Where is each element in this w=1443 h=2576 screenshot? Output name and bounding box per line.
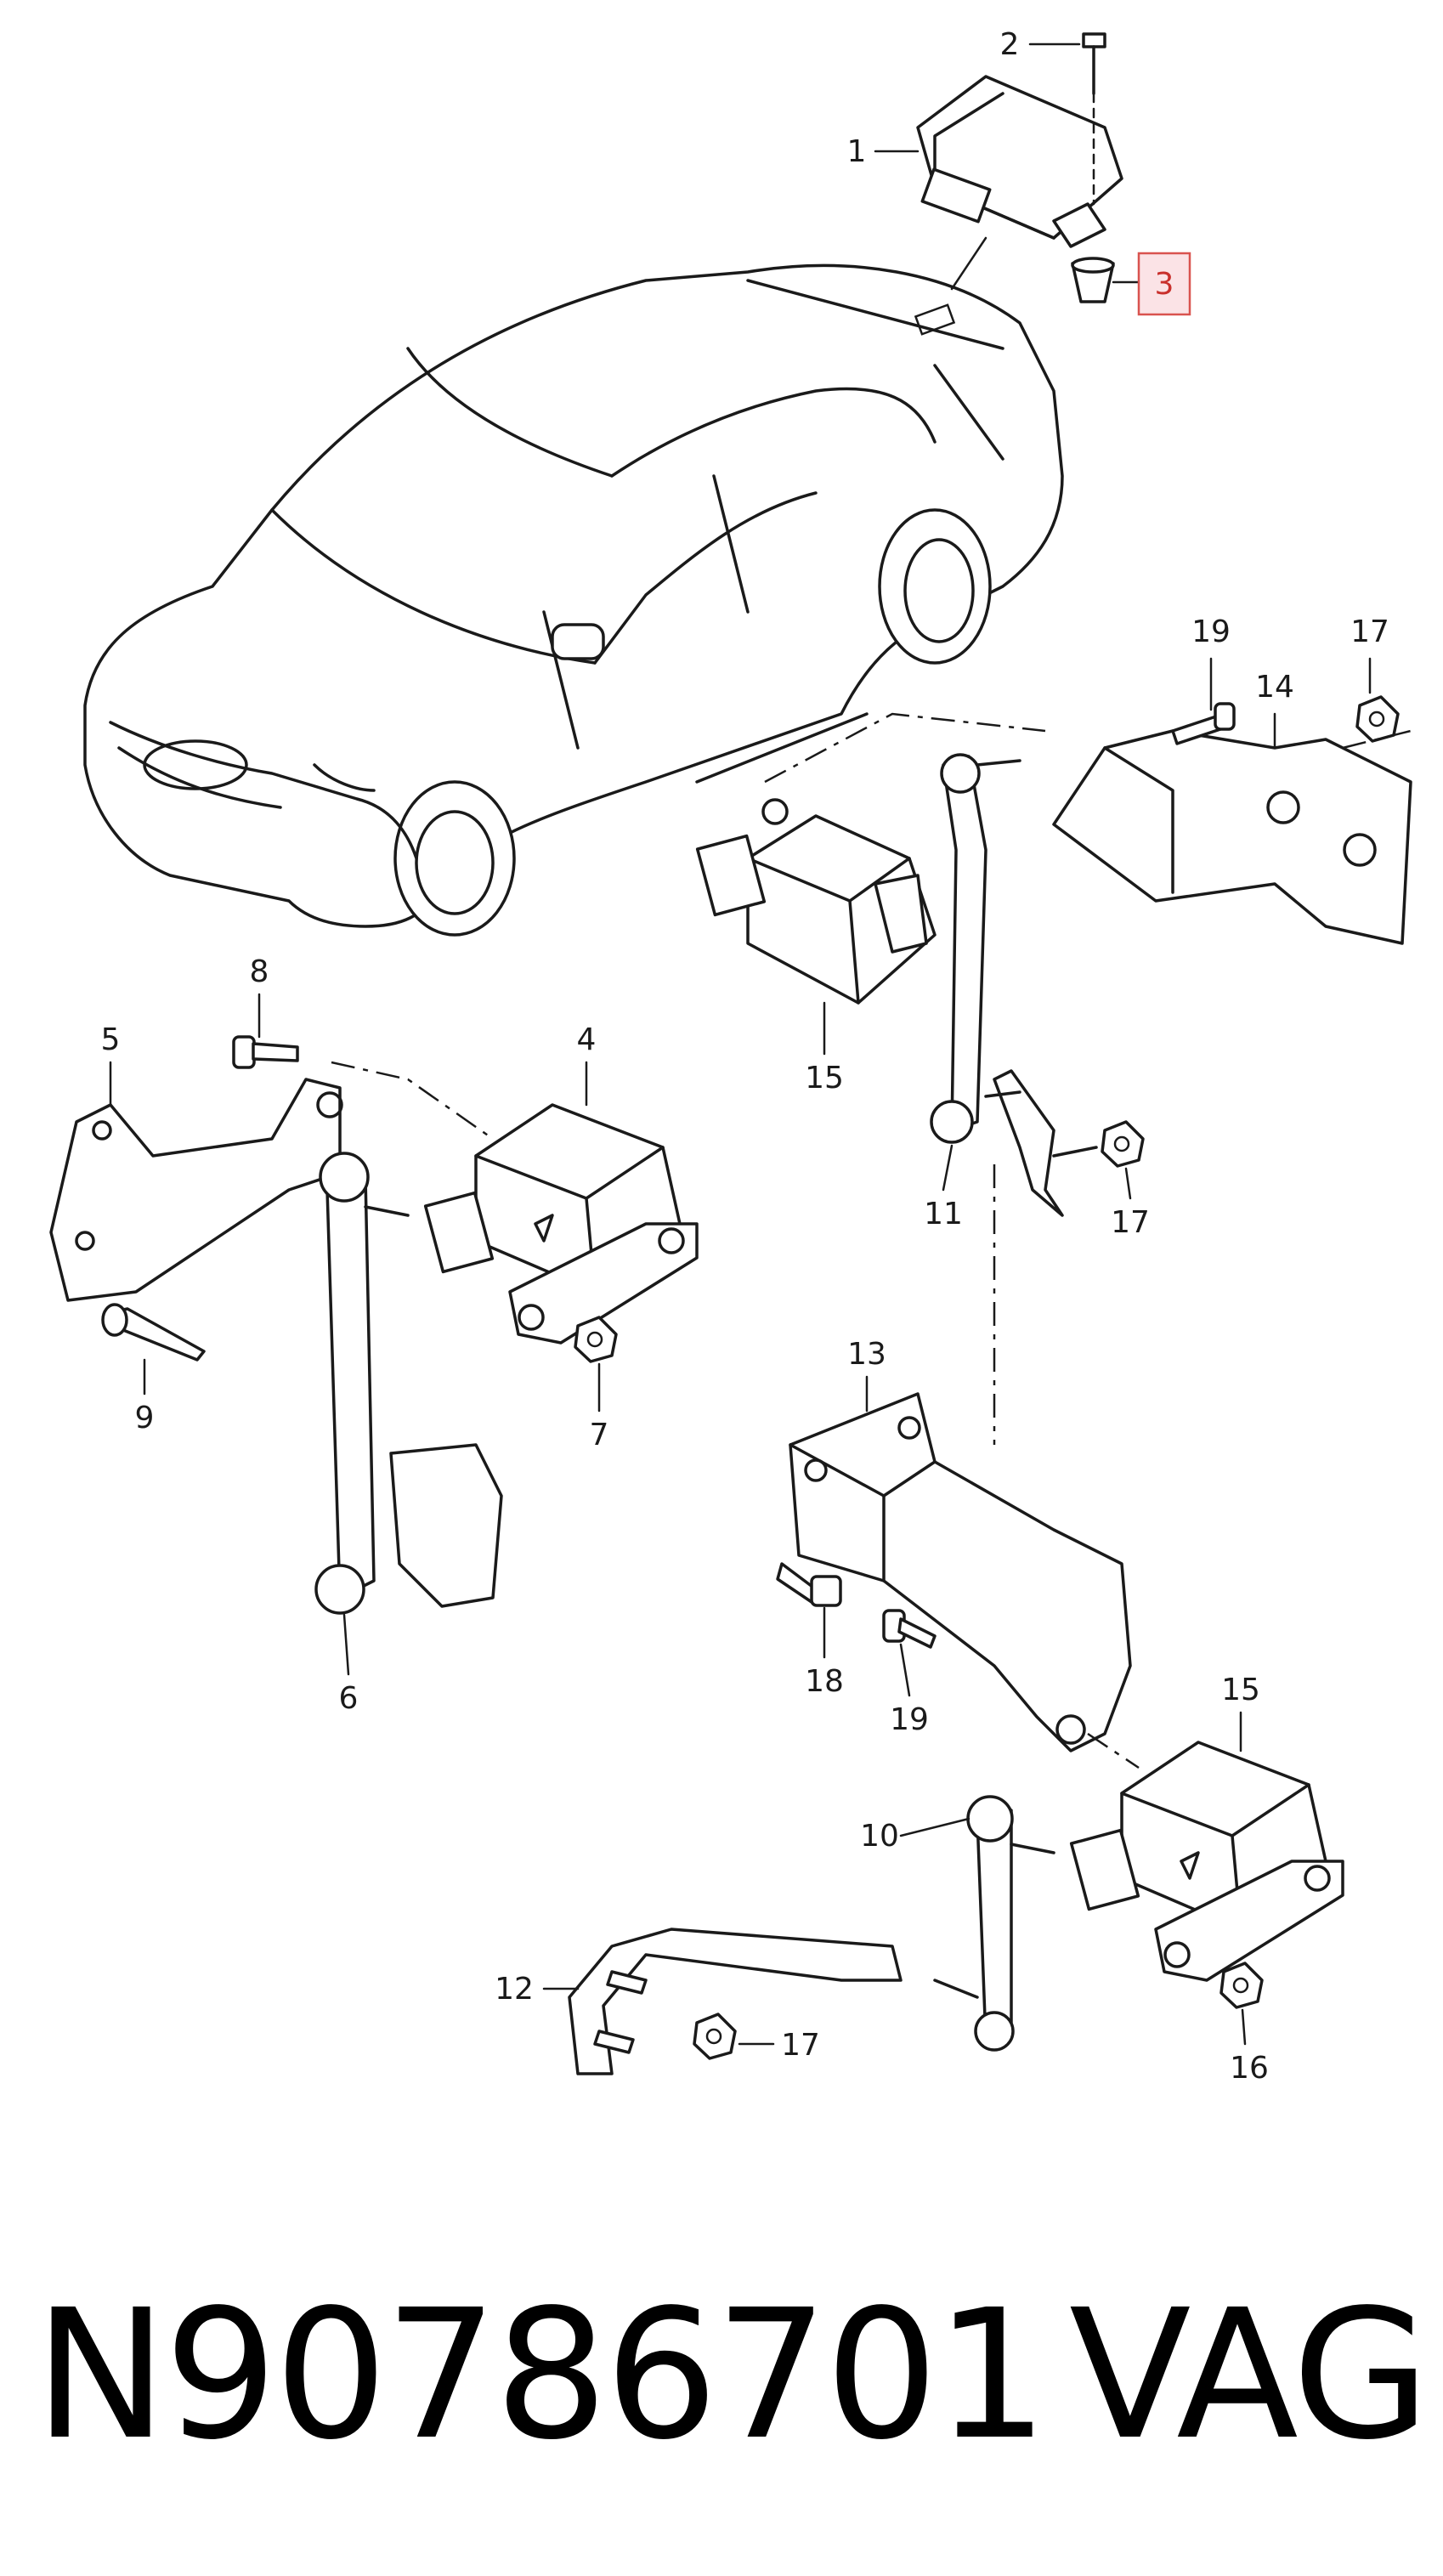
callout-11[interactable]: 11 [924,1197,963,1231]
link-rod-11 [930,753,1064,1217]
bolt-18 [776,1562,842,1607]
nut-17c [693,2013,737,2060]
nut-3 [1071,257,1115,303]
bracket-13 [789,1392,1132,1752]
callout-15-upper[interactable]: 15 [805,1061,844,1096]
callout-4[interactable]: 4 [577,1022,597,1057]
callout-19-lower[interactable]: 19 [890,1702,929,1737]
part-footer: N90786701 VAG [0,2261,1443,2516]
dash-guide-lower [1087,1732,1140,1769]
sensor-15a [695,798,937,1005]
callout-leader-14 [1342,729,1412,750]
callout-9[interactable]: 9 [135,1401,155,1435]
bolt-19b [882,1609,937,1649]
callout-17-lower[interactable]: 17 [781,2028,820,2063]
car-illustration [83,263,1064,937]
callout-1[interactable]: 1 [847,134,867,169]
callout-13[interactable]: 13 [847,1337,886,1372]
callout-19-upper[interactable]: 19 [1191,614,1231,649]
part-number: N90786701 [34,2271,1049,2479]
link-rod-10 [933,1795,1055,2052]
callout-17-upper[interactable]: 17 [1350,614,1389,649]
link-rod-6 [314,1152,503,1615]
bracket-12 [568,1928,903,2075]
callout-5[interactable]: 5 [101,1022,121,1057]
dash-guide-upper [764,712,1046,784]
bolt-8 [232,1035,299,1069]
dash-guide-left [331,1061,494,1141]
callout-18[interactable]: 18 [805,1664,844,1699]
sensor-15b [1069,1741,1344,1982]
nut-17a [1355,695,1400,743]
bracket-5 [49,1078,343,1302]
callout-3-highlight [1137,252,1191,316]
bracket-14 [1052,729,1412,945]
parts-diagram: 2 1 3 19 17 14 15 11 17 8 5 4 9 7 6 13 1… [49,27,1412,2086]
sensor-4 [423,1103,699,1345]
rivet-9 [101,1303,206,1362]
nut-17b [1052,1120,1145,1168]
callout-16[interactable]: 16 [1230,2051,1269,2086]
nut-16 [1219,1962,1264,2009]
callout-14[interactable]: 14 [1255,670,1294,705]
callout-8[interactable]: 8 [250,954,269,989]
callout-2[interactable]: 2 [1000,27,1020,62]
screw-2 [1082,32,1106,206]
callout-17-mid[interactable]: 17 [1111,1205,1150,1240]
callout-15-lower[interactable]: 15 [1221,1673,1260,1707]
callout-12[interactable]: 12 [495,1972,534,2007]
control-unit-1 [916,75,1123,291]
bolt-19a [1171,702,1236,745]
callouts: 2 1 3 19 17 14 15 11 17 8 5 4 9 7 6 13 1… [101,27,1389,2086]
nut-7 [574,1316,618,1363]
callout-3[interactable]: 3 [1155,267,1174,302]
brand-name: VAG [1069,2271,1430,2479]
callout-6[interactable]: 6 [339,1681,359,1716]
callout-7[interactable]: 7 [590,1418,609,1452]
callout-10[interactable]: 10 [860,1819,899,1854]
leader-lines [109,42,1372,2046]
